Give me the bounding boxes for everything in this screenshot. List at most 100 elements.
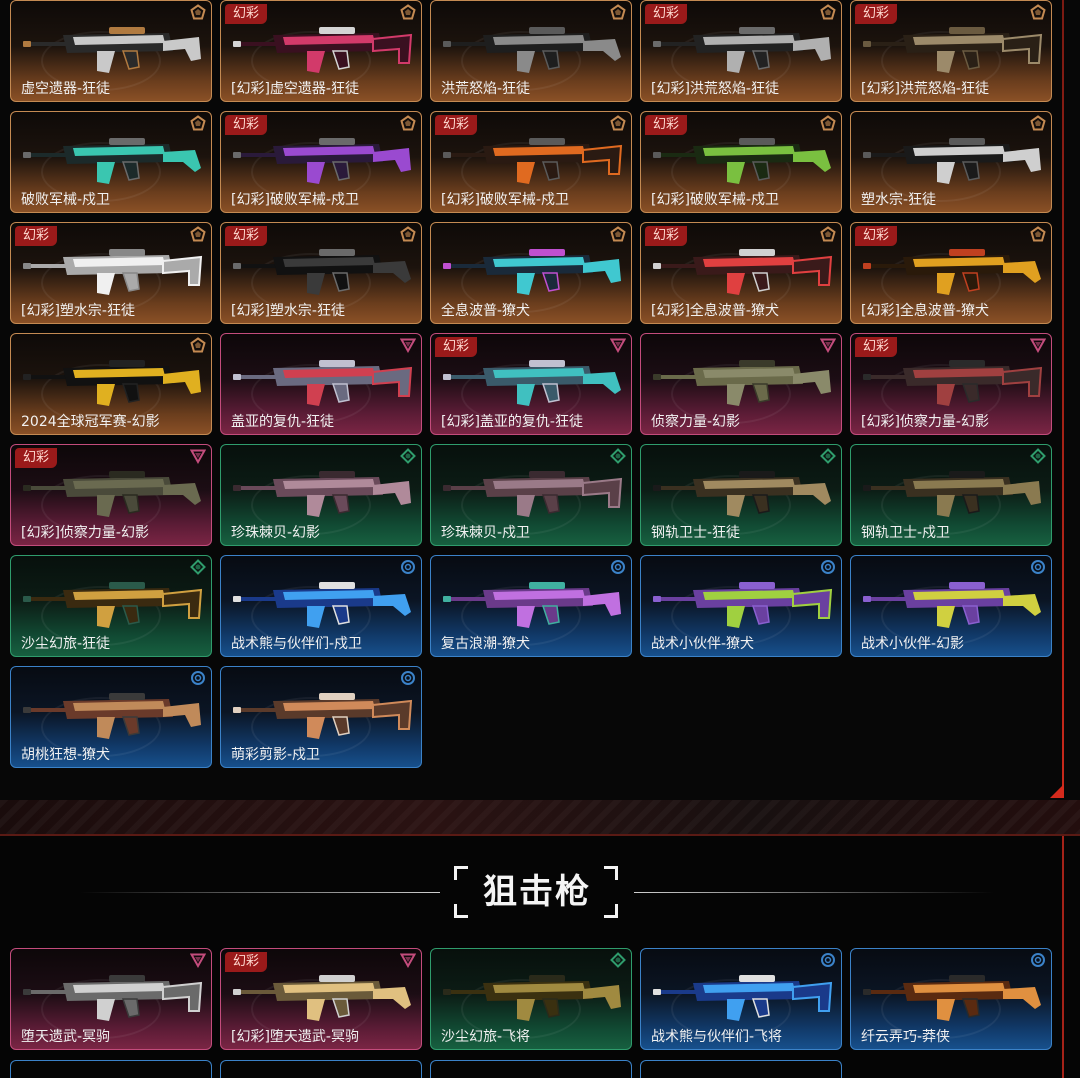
rifle-skin-grid: 虚空遗器-狂徒 [幻彩]虚空遗器-狂徒幻彩 洪荒怒焰-狂徒 <box>10 0 1054 768</box>
weapon-image <box>23 459 203 525</box>
skin-card[interactable]: [幻彩]盖亚的复仇-狂徒幻彩 <box>430 333 632 435</box>
skin-card[interactable]: 虚空遗器-狂徒 <box>10 0 212 102</box>
section-divider-band <box>0 800 1080 836</box>
skin-card-partial[interactable] <box>640 1060 842 1078</box>
skin-card[interactable]: 胡桃狂想-獠犬 <box>10 666 212 768</box>
green-tier-icon <box>190 559 206 575</box>
skin-name: 虚空遗器-狂徒 <box>21 81 111 97</box>
skin-name: 全息波普-獠犬 <box>441 303 531 319</box>
gold-tier-icon <box>610 4 626 20</box>
skin-card[interactable]: [幻彩]洪荒怒焰-狂徒幻彩 <box>850 0 1052 102</box>
weapon-image <box>23 963 203 1029</box>
skin-card[interactable]: 堕天遗武-冥驹 <box>10 948 212 1050</box>
card-background-emblem <box>251 253 371 313</box>
skin-card[interactable]: 战术熊与伙伴们-飞将 <box>640 948 842 1050</box>
skin-name: 珍珠棘贝-幻影 <box>231 525 321 541</box>
skin-name: 塑水宗-狂徒 <box>861 192 937 208</box>
skin-name: 战术小伙伴-幻影 <box>861 636 965 652</box>
phantom-tag: 幻彩 <box>645 115 688 135</box>
gold-tier-icon <box>1030 4 1046 20</box>
card-background-emblem <box>881 142 1001 202</box>
skin-card-partial[interactable] <box>10 1060 212 1078</box>
weapon-image <box>233 348 413 414</box>
skin-card[interactable]: [幻彩]破败军械-戍卫 幻彩 <box>430 111 632 213</box>
skin-card[interactable]: 沙尘幻旅-飞将 <box>430 948 632 1050</box>
phantom-tag: 幻彩 <box>855 337 898 357</box>
gold-tier-icon <box>400 115 416 131</box>
skin-card[interactable]: 纤云弄巧-莽侠 <box>850 948 1052 1050</box>
skin-card[interactable]: 战术小伙伴-獠犬 <box>640 555 842 657</box>
skin-card-partial[interactable] <box>430 1060 632 1078</box>
card-background-emblem <box>461 364 581 424</box>
card-background-emblem <box>671 142 791 202</box>
card-background-emblem <box>461 475 581 535</box>
skin-card[interactable]: [幻彩]破败军械-戍卫幻彩 <box>640 111 842 213</box>
weapon-image <box>23 237 203 303</box>
skin-card[interactable]: [幻彩]堕天遗武-冥驹幻彩 <box>220 948 422 1050</box>
skin-name: [幻彩]塑水宗-狂徒 <box>231 303 345 319</box>
skin-name: 萌彩剪影-戍卫 <box>231 747 321 763</box>
blue-tier-icon <box>1030 952 1046 968</box>
pink-tier-icon <box>1030 337 1046 353</box>
weapon-image <box>863 237 1043 303</box>
weapon-image <box>863 963 1043 1029</box>
skin-card[interactable]: 珍珠棘贝-幻影 <box>220 444 422 546</box>
skin-card[interactable]: [幻彩]塑水宗-狂徒幻彩 <box>220 222 422 324</box>
card-background-emblem <box>251 697 371 757</box>
skin-name: [幻彩]破败军械-戍卫 <box>441 192 569 208</box>
skin-card[interactable]: [幻彩]侦察力量-幻影 幻彩 <box>850 333 1052 435</box>
skin-card[interactable]: 全息波普-獠犬 <box>430 222 632 324</box>
skin-card[interactable]: 复古浪潮-獠犬 <box>430 555 632 657</box>
skin-name: 钢轨卫士-戍卫 <box>861 525 951 541</box>
skin-card-partial[interactable] <box>220 1060 422 1078</box>
card-background-emblem <box>881 475 1001 535</box>
skin-card[interactable]: 萌彩剪影-戍卫 <box>220 666 422 768</box>
pink-tier-icon <box>190 952 206 968</box>
skin-card[interactable]: 钢轨卫士-戍卫 <box>850 444 1052 546</box>
skin-name: 沙尘幻旅-狂徒 <box>21 636 111 652</box>
skin-card[interactable]: 破败军械-戍卫 <box>10 111 212 213</box>
gold-tier-icon <box>1030 115 1046 131</box>
skin-card[interactable]: [幻彩]虚空遗器-狂徒幻彩 <box>220 0 422 102</box>
card-background-emblem <box>41 253 161 313</box>
skin-name: [幻彩]侦察力量-幻影 <box>861 414 989 430</box>
gold-tier-icon <box>400 4 416 20</box>
phantom-tag: 幻彩 <box>435 115 478 135</box>
card-background-emblem <box>461 142 581 202</box>
card-background-emblem <box>671 979 791 1039</box>
skin-card[interactable]: 2024全球冠军赛-幻影 <box>10 333 212 435</box>
card-background-emblem <box>41 979 161 1039</box>
skin-card[interactable]: 塑水宗-狂徒 <box>850 111 1052 213</box>
skin-name: [幻彩]虚空遗器-狂徒 <box>231 81 359 97</box>
gold-tier-icon <box>820 4 836 20</box>
card-background-emblem <box>41 31 161 91</box>
card-background-emblem <box>41 475 161 535</box>
skin-card[interactable]: [幻彩]塑水宗-狂徒幻彩 <box>10 222 212 324</box>
card-background-emblem <box>41 142 161 202</box>
skin-card[interactable]: 洪荒怒焰-狂徒 <box>430 0 632 102</box>
card-background-emblem <box>461 31 581 91</box>
skin-card[interactable]: [幻彩]全息波普-獠犬幻彩 <box>640 222 842 324</box>
skin-card[interactable]: 战术熊与伙伴们-戍卫 <box>220 555 422 657</box>
skin-card[interactable]: 盖亚的复仇-狂徒 <box>220 333 422 435</box>
skin-card[interactable]: 沙尘幻旅-狂徒 <box>10 555 212 657</box>
skin-card[interactable]: [幻彩]破败军械-戍卫幻彩 <box>220 111 422 213</box>
weapon-image <box>863 459 1043 525</box>
skin-card[interactable]: [幻彩]全息波普-獠犬幻彩 <box>850 222 1052 324</box>
card-background-emblem <box>41 697 161 757</box>
skin-card[interactable]: [幻彩]侦察力量-幻影幻彩 <box>10 444 212 546</box>
green-tier-icon <box>820 448 836 464</box>
skin-card[interactable]: 珍珠棘贝-戍卫 <box>430 444 632 546</box>
skin-card[interactable]: 侦察力量-幻影 <box>640 333 842 435</box>
skin-card[interactable]: 钢轨卫士-狂徒 <box>640 444 842 546</box>
gold-tier-icon <box>190 226 206 242</box>
skin-name: 2024全球冠军赛-幻影 <box>21 414 160 430</box>
skin-name: 胡桃狂想-獠犬 <box>21 747 111 763</box>
phantom-tag: 幻彩 <box>645 4 688 24</box>
skin-card[interactable]: [幻彩]洪荒怒焰-狂徒幻彩 <box>640 0 842 102</box>
card-background-emblem <box>461 253 581 313</box>
gold-tier-icon <box>820 115 836 131</box>
gold-tier-icon <box>610 115 626 131</box>
skin-card[interactable]: 战术小伙伴-幻影 <box>850 555 1052 657</box>
card-background-emblem <box>881 31 1001 91</box>
